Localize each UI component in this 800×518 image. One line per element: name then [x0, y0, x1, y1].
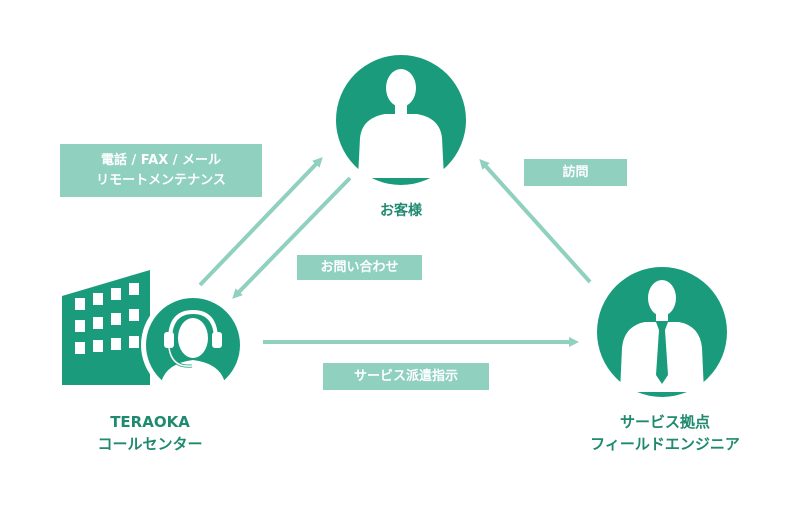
building-icon — [62, 270, 150, 385]
arrow-engineer-to-customer — [479, 159, 592, 284]
tag-contact-channels: 電話 / FAX / メール リモートメンテナンス — [60, 144, 262, 197]
customer-silhouette-icon — [358, 69, 444, 178]
headset-operator-icon — [160, 309, 226, 392]
tag-contact-channels-line1: 電話 / FAX / メール — [100, 152, 222, 168]
customer-node — [336, 55, 466, 185]
field-engineer-label: サービス拠点 フィールドエンジニア — [560, 411, 770, 455]
field-engineer-label-line1: サービス拠点 — [619, 413, 710, 431]
arrow-callcenter-to-customer — [198, 157, 323, 287]
customer-label: お客様 — [380, 203, 422, 219]
engineer-node — [597, 267, 727, 397]
call-center-label-line2: コールセンター — [97, 435, 203, 453]
arrow-customer-to-callcenter — [232, 176, 352, 299]
call-center-label: TERAOKA コールセンター — [60, 411, 240, 455]
tag-dispatch: サービス派遣指示 — [323, 363, 489, 390]
tag-inquiry: お問い合わせ — [297, 255, 422, 280]
engineer-silhouette-icon — [620, 280, 704, 392]
tag-contact-channels-line2: リモートメンテナンス — [96, 172, 226, 188]
tag-visit: 訪問 — [524, 159, 627, 186]
field-engineer-label-line2: フィールドエンジニア — [590, 435, 740, 453]
call-center-label-line1: TERAOKA — [110, 413, 190, 431]
operator-node — [141, 293, 245, 397]
